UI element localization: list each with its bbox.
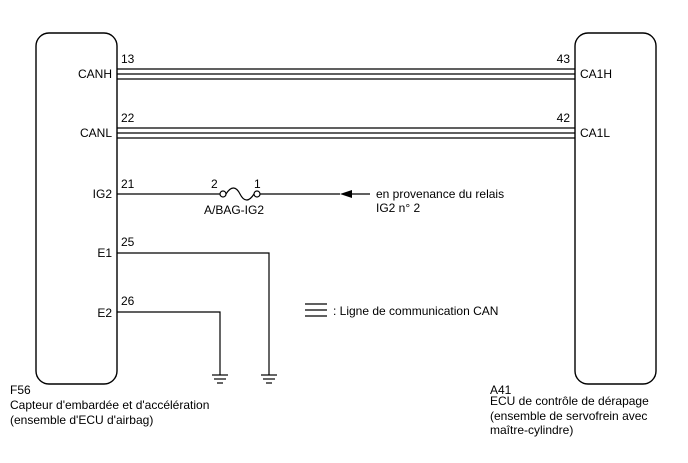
left-pin-number-22: 22 bbox=[121, 111, 135, 125]
source-line-1: en provenance du relais bbox=[376, 187, 504, 201]
fuse-pin-2: 2 bbox=[211, 177, 218, 191]
arrow-left-icon bbox=[340, 190, 352, 198]
right-ecu-box bbox=[574, 32, 657, 385]
canh-bus bbox=[117, 68, 575, 80]
right-pin-number-42: 42 bbox=[557, 111, 571, 125]
left-pin-number-13: 13 bbox=[121, 52, 135, 66]
left-pin-label-e1: E1 bbox=[97, 246, 112, 260]
right-ecu-name-3: maître-cylindre) bbox=[490, 423, 573, 437]
ig2-wire bbox=[117, 187, 370, 201]
e1-ground-wire bbox=[117, 252, 270, 375]
right-ecu-code: A41 bbox=[490, 383, 512, 397]
fuse-name: A/BAG-IG2 bbox=[204, 203, 264, 217]
left-ecu-box bbox=[35, 32, 118, 385]
fuse-pin-1: 1 bbox=[254, 177, 261, 191]
left-pin-label-ig2: IG2 bbox=[93, 187, 113, 201]
left-pin-number-26: 26 bbox=[121, 294, 135, 308]
left-pin-label-canl: CANL bbox=[80, 126, 112, 140]
right-pin-label-ca1l: CA1L bbox=[580, 126, 610, 140]
left-ecu-code: F56 bbox=[10, 383, 31, 397]
e2-ground-wire bbox=[117, 311, 221, 375]
legend-text: : Ligne de communication CAN bbox=[333, 304, 498, 318]
source-line-2: IG2 n° 2 bbox=[376, 201, 420, 215]
can-line-legend-icon bbox=[305, 303, 327, 317]
ground-icon bbox=[212, 374, 228, 384]
left-ecu-name-2: (ensemble d'ECU d'airbag) bbox=[10, 413, 153, 427]
left-pin-label-canh: CANH bbox=[78, 67, 112, 81]
ground-icon bbox=[261, 374, 277, 384]
left-pin-label-e2: E2 bbox=[97, 306, 112, 320]
right-ecu-name-1: ECU de contrôle de dérapage bbox=[490, 394, 649, 408]
left-pin-number-25: 25 bbox=[121, 235, 135, 249]
canl-bus bbox=[117, 127, 575, 139]
right-pin-number-43: 43 bbox=[557, 52, 571, 66]
right-ecu-name-2: (ensemble de servofrein avec bbox=[490, 409, 647, 423]
left-pin-number-21: 21 bbox=[121, 177, 135, 191]
left-ecu-name-1: Capteur d'embardée et d'accélération bbox=[10, 398, 209, 412]
right-pin-label-ca1h: CA1H bbox=[580, 67, 612, 81]
